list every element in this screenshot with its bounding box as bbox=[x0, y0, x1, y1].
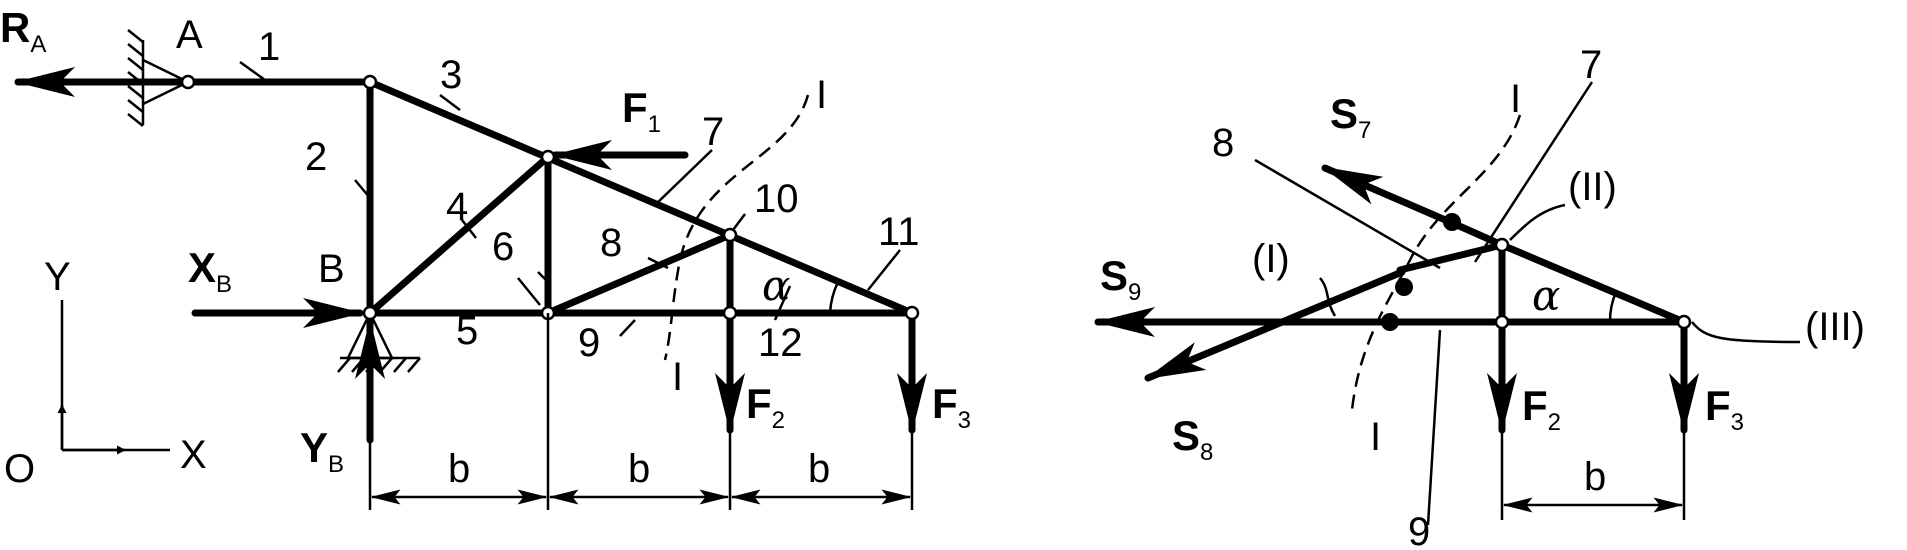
cut-point-7 bbox=[1443, 213, 1461, 231]
node bbox=[722, 227, 738, 243]
force-f3-label: F3 bbox=[932, 380, 971, 434]
member-label-2: 2 bbox=[305, 135, 327, 179]
right-truss: S7 8 I 7 (II) S9 (I) α (III) S8 I F2 F3 … bbox=[1094, 43, 1865, 550]
angle-arc bbox=[1608, 291, 1618, 323]
support-b-hatch bbox=[337, 357, 421, 373]
support-a-strut bbox=[142, 80, 189, 106]
dim-label: b bbox=[1584, 455, 1606, 499]
force-s7-label: S7 bbox=[1330, 90, 1371, 144]
member-label-12: 12 bbox=[758, 321, 803, 365]
dim-label: b bbox=[808, 447, 830, 491]
member-4 bbox=[366, 153, 552, 317]
point-label-ii: (II) bbox=[1568, 165, 1617, 209]
member-label-8: 8 bbox=[1212, 121, 1234, 165]
member-label-3: 3 bbox=[440, 53, 462, 97]
section-line bbox=[1350, 114, 1522, 411]
node-a-label: A bbox=[176, 13, 203, 57]
section-label-top: I bbox=[1510, 77, 1521, 121]
left-truss: RA A 1 3 2 4 6 5 7 8 10 11 9 12 I I α F1… bbox=[0, 4, 971, 510]
node bbox=[362, 74, 378, 90]
force-ra-label: RA bbox=[0, 4, 46, 58]
member-leaders bbox=[1254, 81, 1801, 526]
force-xb-label: XB bbox=[188, 244, 232, 298]
member-label-4: 4 bbox=[446, 185, 468, 229]
force-f2-label: F2 bbox=[1522, 382, 1561, 436]
section-line bbox=[663, 94, 810, 361]
node bbox=[722, 305, 738, 321]
member-label-5: 5 bbox=[456, 309, 478, 353]
node bbox=[1494, 314, 1510, 330]
member-8-stub bbox=[1396, 241, 1506, 274]
member-3-7-11 bbox=[366, 78, 916, 317]
node bbox=[540, 149, 556, 165]
node-b bbox=[362, 305, 378, 321]
member-label-9: 9 bbox=[578, 321, 600, 365]
member-11 bbox=[1498, 241, 1688, 326]
force-s9-label: S9 bbox=[1100, 252, 1141, 306]
member-label-9: 9 bbox=[1408, 510, 1430, 550]
member-label-7: 7 bbox=[702, 110, 724, 154]
section-label-bottom: I bbox=[672, 355, 683, 399]
node-a bbox=[180, 74, 196, 90]
angle-arc bbox=[828, 281, 840, 314]
member-8 bbox=[544, 231, 734, 317]
section-label-bottom: I bbox=[1370, 415, 1381, 459]
axis-x-label: X bbox=[180, 433, 207, 477]
member-label-7: 7 bbox=[1580, 43, 1602, 87]
force-yb-label: YB bbox=[300, 424, 344, 478]
cut-point-9 bbox=[1381, 313, 1399, 331]
support-a-hatch bbox=[127, 29, 144, 127]
point-label-iii: (III) bbox=[1805, 305, 1865, 349]
force-f1-label: F1 bbox=[622, 84, 661, 138]
member-label-1: 1 bbox=[258, 25, 280, 69]
node-b-label: B bbox=[318, 247, 345, 291]
member-label-8: 8 bbox=[600, 221, 622, 265]
angle-label: α bbox=[762, 261, 790, 310]
support-a-strut bbox=[142, 58, 189, 84]
node bbox=[1494, 237, 1510, 253]
dim-label: b bbox=[628, 447, 650, 491]
member-label-10: 10 bbox=[754, 177, 799, 221]
member-label-11: 11 bbox=[878, 210, 920, 254]
section-label-top: I bbox=[816, 73, 827, 117]
axis-origin-label: O bbox=[4, 447, 35, 491]
dim-label: b bbox=[448, 447, 470, 491]
force-f2-label: F2 bbox=[746, 380, 785, 434]
force-s7-arrow bbox=[1321, 164, 1454, 226]
node bbox=[904, 305, 920, 321]
angle-label: α bbox=[1532, 271, 1560, 320]
node bbox=[1676, 314, 1692, 330]
point-label-i: (I) bbox=[1252, 237, 1290, 281]
cut-point-8 bbox=[1395, 278, 1413, 296]
member-leaders bbox=[239, 60, 901, 337]
force-f3-label: F3 bbox=[1705, 382, 1744, 436]
axis-y-label: Y bbox=[44, 255, 71, 299]
force-s8-label: S8 bbox=[1172, 412, 1213, 466]
member-label-6: 6 bbox=[492, 225, 514, 269]
